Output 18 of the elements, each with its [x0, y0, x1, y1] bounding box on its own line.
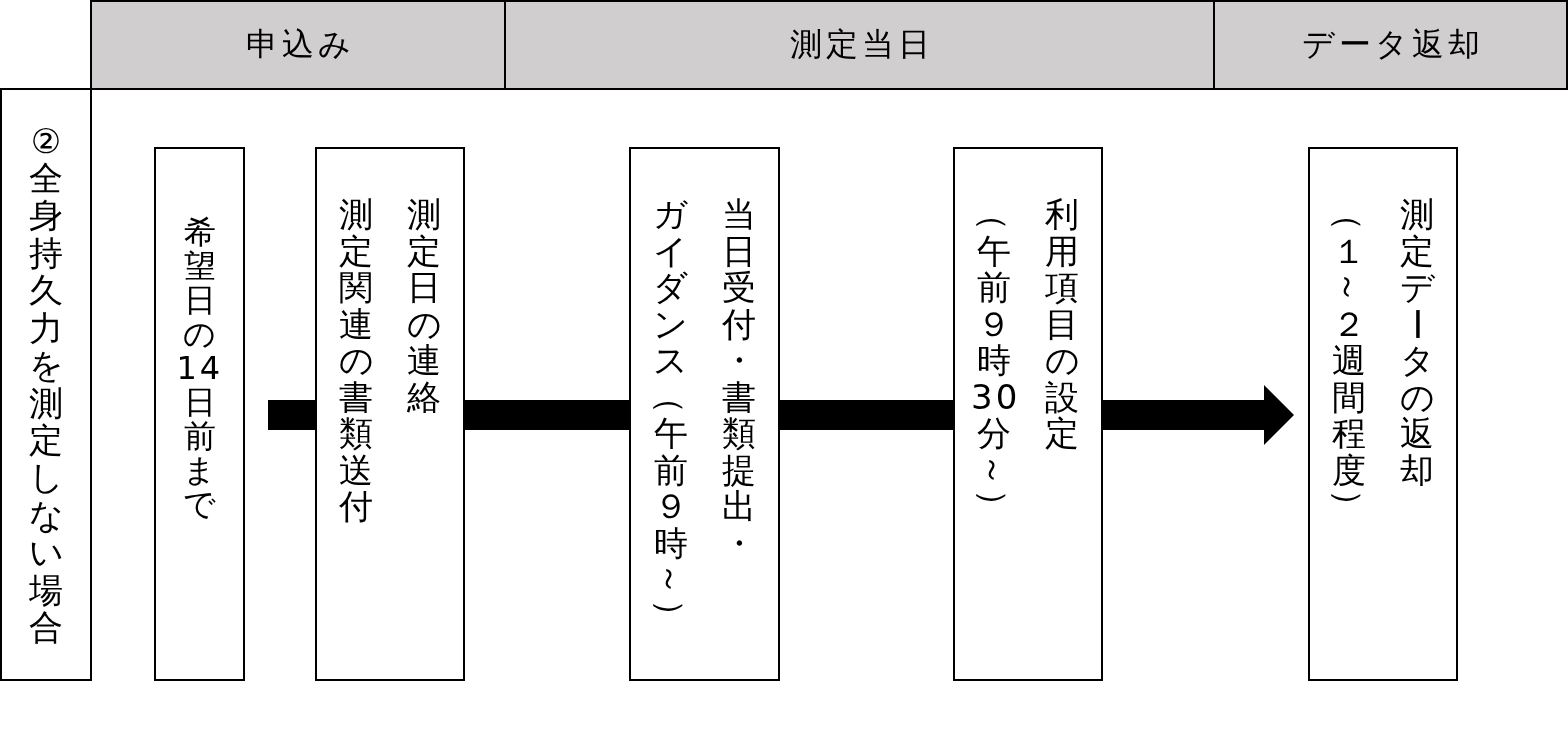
step-box — [953, 147, 1103, 681]
step-text: 利用項目の設定 — [1043, 196, 1081, 452]
step-text: （１～２週間程度） — [1328, 196, 1371, 525]
arrow — [1103, 385, 1294, 445]
step-text: 測定データの返却 — [1396, 196, 1439, 488]
step-text: 希望日の14日前まで — [176, 215, 223, 521]
step-text: 当日受付・書類提出・ — [720, 196, 757, 561]
step-box — [629, 147, 780, 681]
step-text: ガイダンス（午前９時～） — [649, 196, 692, 634]
phase-header: 測定当日 — [504, 0, 1215, 90]
row-header: ②全身持久力を測定しない場合 — [0, 88, 92, 681]
phase-header: 申込み — [90, 0, 506, 90]
step-box — [1308, 147, 1458, 681]
step-box — [154, 147, 245, 681]
step-box — [315, 147, 465, 681]
step-text: 測定日の連絡測定関連の書類送付 — [337, 196, 443, 525]
phase-header: データ返却 — [1213, 0, 1568, 90]
step-text: （午前９時30分～） — [971, 196, 1017, 525]
